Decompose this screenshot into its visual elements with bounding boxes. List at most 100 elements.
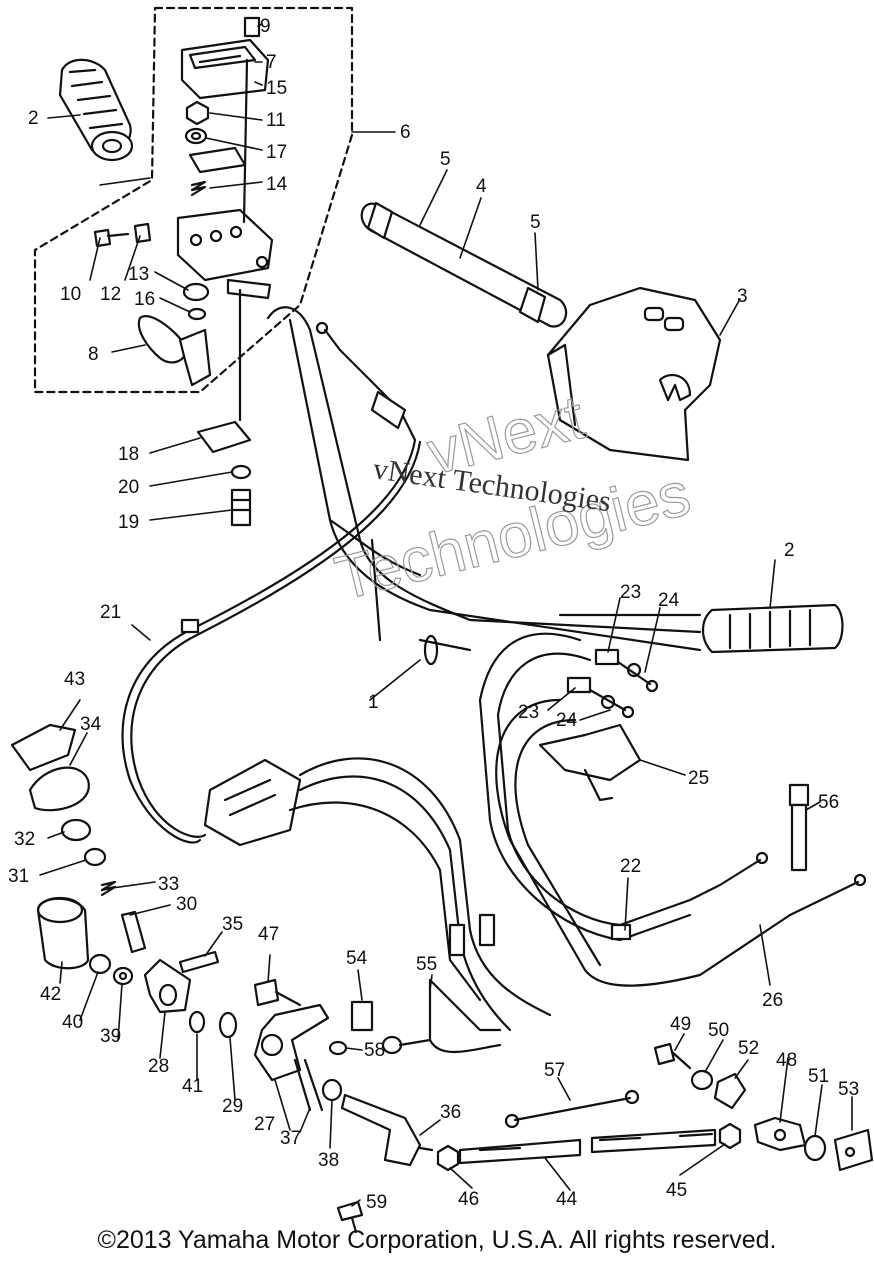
- label: 23: [620, 582, 641, 603]
- nut-46: [436, 1144, 460, 1172]
- label: 10: [60, 284, 81, 305]
- copyright-notice: ©2013 Yamaha Motor Corporation, U.S.A. A…: [97, 1226, 777, 1254]
- cable-57: [504, 1089, 640, 1129]
- label: 40: [62, 1012, 83, 1033]
- lever-plate: [188, 146, 247, 174]
- washer-17: [184, 127, 208, 145]
- label: 52: [738, 1038, 759, 1059]
- nut-45: [718, 1122, 742, 1150]
- washer-38: [321, 1078, 343, 1102]
- label: 38: [318, 1150, 339, 1171]
- label: 42: [40, 984, 61, 1005]
- label: 28: [148, 1056, 169, 1077]
- washer-40: [88, 953, 112, 975]
- oring-29: [218, 1011, 238, 1039]
- label: 2: [28, 108, 39, 129]
- lever-8: [137, 315, 212, 387]
- switch-body: [176, 208, 274, 300]
- label: 34: [80, 714, 102, 735]
- washer-50: [690, 1069, 714, 1091]
- label: 48: [776, 1050, 797, 1071]
- spring-14: [190, 180, 207, 197]
- sensor-55: [381, 978, 502, 1055]
- lever-27: [253, 1003, 330, 1112]
- clip-12: [133, 222, 152, 244]
- label: 32: [14, 829, 35, 850]
- left-grip: [58, 58, 134, 162]
- label: 2: [784, 540, 795, 561]
- label: 27: [254, 1114, 275, 1135]
- label: 45: [666, 1180, 687, 1201]
- label: 24: [556, 710, 578, 731]
- label: 36: [440, 1102, 461, 1123]
- label: 5: [440, 149, 451, 170]
- housing-42: [36, 896, 90, 970]
- cable-22: [478, 632, 769, 942]
- label: 5: [530, 212, 541, 233]
- label: 15: [266, 78, 287, 99]
- washer-20: [230, 464, 252, 480]
- part-30: [120, 910, 147, 954]
- bush-13: [182, 282, 210, 302]
- label: 39: [100, 1026, 121, 1047]
- bolt-49: [653, 1042, 692, 1070]
- label: 1: [368, 692, 379, 713]
- rod-44: [458, 1128, 717, 1165]
- label: 20: [118, 477, 139, 498]
- part-labels: 9 7 15 11 17 14 6 2 10 12 13 16 8 18 20 …: [8, 16, 859, 1213]
- key-56: [788, 783, 810, 872]
- handlebar-pad: [360, 201, 568, 328]
- label: 31: [8, 866, 29, 887]
- leader-lines: [39, 23, 853, 1207]
- label: 16: [134, 289, 155, 310]
- part-28: [143, 958, 192, 1014]
- label: 59: [366, 1192, 387, 1213]
- label: 53: [838, 1079, 859, 1100]
- label: 9: [260, 16, 271, 37]
- bolt-59: [336, 1200, 364, 1234]
- label: 3: [737, 286, 748, 307]
- label: 6: [400, 122, 411, 143]
- label: 50: [708, 1020, 729, 1041]
- label: 58: [364, 1040, 385, 1061]
- bolt-19: [230, 488, 252, 527]
- screw-47: [253, 978, 302, 1007]
- label: 17: [266, 142, 287, 163]
- label: 8: [88, 344, 99, 365]
- label: 26: [762, 990, 783, 1011]
- label: 22: [620, 856, 641, 877]
- switch-cover: [180, 38, 270, 100]
- part-48: [753, 1116, 807, 1152]
- label: 7: [266, 52, 277, 73]
- label: 4: [476, 176, 487, 197]
- washer-16: [187, 307, 207, 321]
- cable-26: [495, 698, 867, 987]
- label: 57: [544, 1060, 565, 1081]
- label: 44: [556, 1189, 578, 1210]
- cable-21: [121, 321, 422, 844]
- part-31: [83, 847, 107, 867]
- label: 11: [266, 110, 286, 131]
- label: 24: [658, 590, 680, 611]
- label: 30: [176, 894, 197, 915]
- label: 55: [416, 954, 437, 975]
- switch-25: [538, 723, 642, 802]
- right-grip: [701, 603, 844, 654]
- label: 43: [64, 669, 85, 690]
- spring-33: [100, 880, 117, 897]
- ring-41: [188, 1010, 206, 1034]
- pin-35: [178, 950, 220, 974]
- washer-58: [328, 1040, 348, 1056]
- label: 35: [222, 914, 243, 935]
- switch-box: [203, 757, 552, 1032]
- label: 18: [118, 444, 139, 465]
- label: 25: [688, 768, 709, 789]
- shaft-36: [340, 1093, 434, 1167]
- label: 56: [818, 792, 839, 813]
- label: 54: [346, 948, 368, 969]
- switch-assembly-outline: [33, 6, 354, 394]
- label: 33: [158, 874, 179, 895]
- label: 19: [118, 512, 139, 533]
- label: 12: [100, 284, 121, 305]
